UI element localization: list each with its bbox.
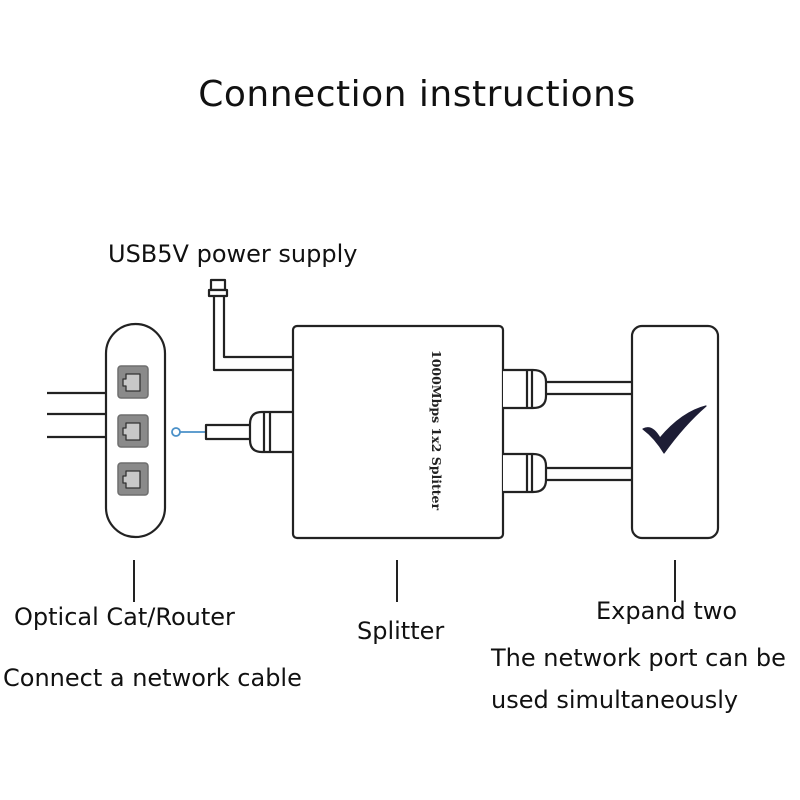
usb-plug-icon bbox=[207, 278, 294, 372]
input-cable bbox=[171, 410, 292, 454]
output-connector-2 bbox=[503, 452, 632, 494]
splitter-device: 1000Mbps 1x2 Splitter bbox=[291, 324, 505, 540]
splitter-label: Splitter bbox=[357, 617, 445, 645]
router-cables bbox=[47, 391, 106, 439]
ports-description-line2: used simultaneously bbox=[491, 686, 739, 714]
rj45-port-icon bbox=[117, 365, 149, 399]
checkmark-icon bbox=[642, 405, 707, 454]
splitter-printed-text: 1000Mbps 1x2 Splitter bbox=[429, 350, 444, 510]
page-title: Connection instructions bbox=[198, 74, 636, 115]
expand-label: Expand two bbox=[596, 597, 738, 625]
endpoint-device bbox=[630, 324, 720, 540]
rj45-port-icon bbox=[117, 462, 149, 496]
output-connector-1 bbox=[503, 368, 632, 410]
router-device bbox=[47, 322, 167, 539]
usb-power-label: USB5V power supply bbox=[108, 240, 358, 268]
router-sub-label: Connect a network cable bbox=[3, 664, 302, 692]
label-pointers bbox=[133, 560, 676, 602]
ports-description-line1: The network port can be bbox=[491, 644, 786, 672]
rj45-port-icon bbox=[117, 414, 149, 448]
router-label: Optical Cat/Router bbox=[14, 603, 235, 631]
